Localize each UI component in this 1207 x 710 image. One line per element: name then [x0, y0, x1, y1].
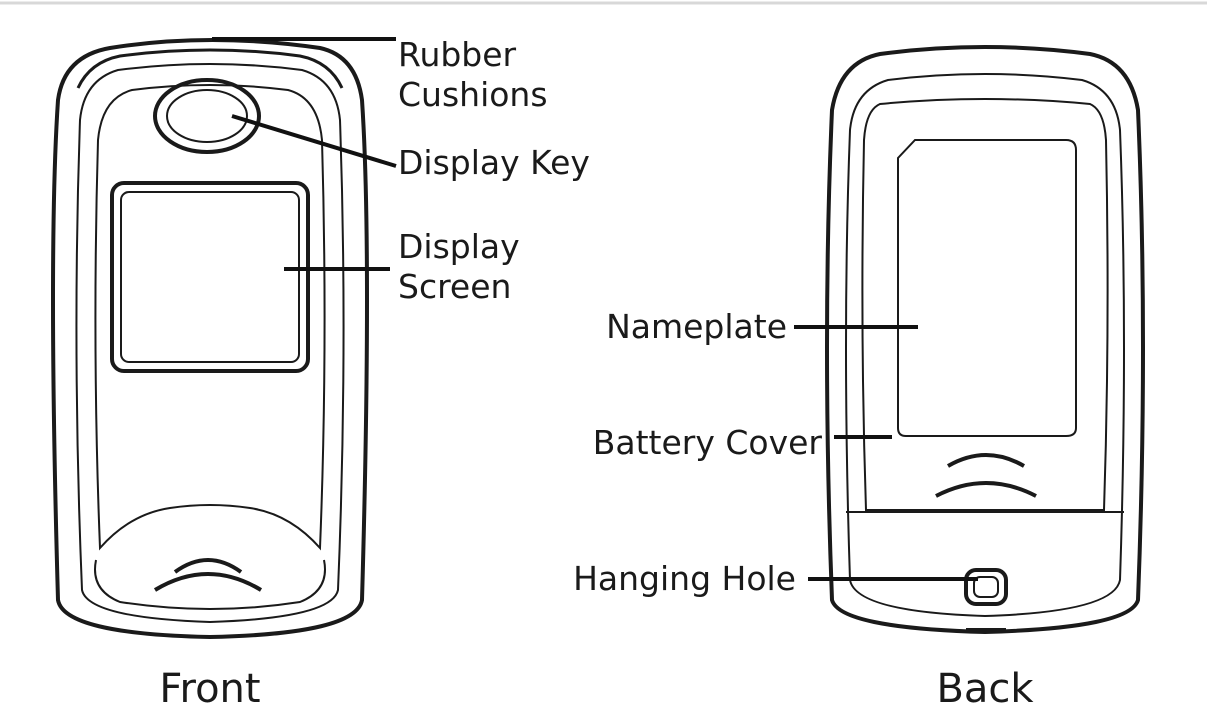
- caption-back: Back: [936, 666, 1034, 710]
- back-inner-body: [845, 73, 1125, 618]
- label-display-screen-line1: Display: [398, 227, 520, 266]
- label-display-screen-line2: Screen: [398, 267, 511, 306]
- label-display-key: Display Key: [398, 143, 590, 182]
- front-speaker-arc-lower: [153, 572, 263, 592]
- front-face-panel: [94, 84, 326, 551]
- label-rubber-cushions-line1: Rubber: [398, 35, 517, 74]
- leader-display-key: [231, 114, 397, 168]
- back-arc-lower: [935, 481, 1037, 498]
- front-bottom-arch: [94, 559, 326, 610]
- front-view: Rubber Cushions Display Key Display Scre…: [51, 35, 590, 710]
- front-outer-body: [51, 38, 369, 640]
- back-outer-body: [825, 45, 1145, 635]
- caption-front: Front: [159, 666, 260, 710]
- label-hanging-hole: Hanging Hole: [573, 559, 796, 598]
- display-screen: [110, 181, 310, 373]
- back-arc-upper: [946, 453, 1026, 468]
- label-nameplate: Nameplate: [606, 307, 787, 346]
- front-inner-body: [75, 63, 345, 624]
- display-key-inner: [166, 89, 248, 143]
- display-screen-outer: [110, 181, 310, 373]
- back-view: Nameplate Battery Cover Hanging Hole Bac…: [573, 45, 1145, 710]
- front-speaker-arc-upper: [173, 558, 243, 574]
- display-key-outer: [153, 78, 261, 154]
- label-rubber-cushions-line2: Cushions: [398, 75, 548, 114]
- hanging-hole-inner: [973, 576, 999, 598]
- display-key: [153, 78, 261, 154]
- label-battery-cover: Battery Cover: [593, 423, 823, 462]
- rubber-cushion-top: [76, 48, 344, 89]
- hanging-hole-outer: [964, 568, 1008, 606]
- nameplate: [897, 139, 1077, 437]
- battery-cover: [861, 98, 1109, 511]
- display-screen-inner: [120, 191, 300, 363]
